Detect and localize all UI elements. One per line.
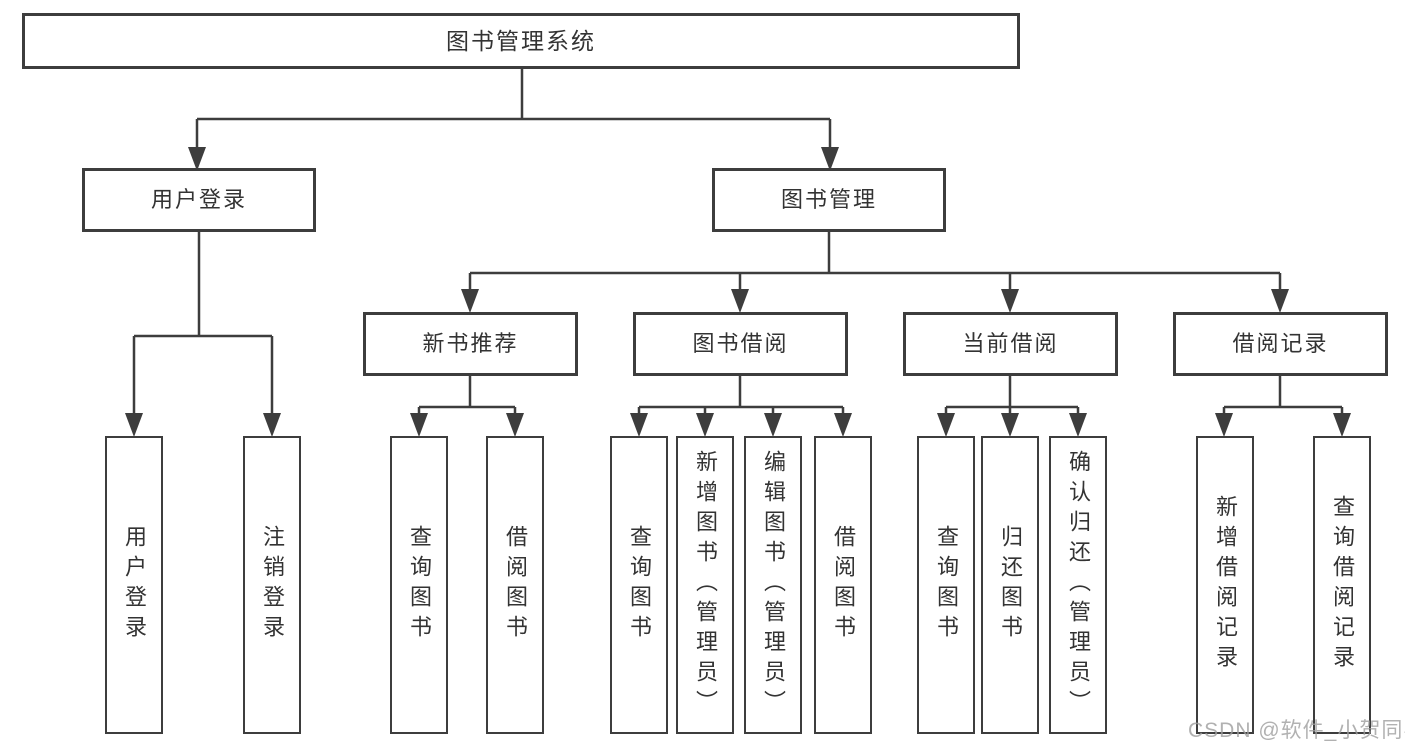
connector-current-borrow-split — [944, 376, 1080, 413]
arrow-down-icon — [1333, 413, 1351, 437]
leaf-user-login: 用户登录 — [105, 436, 163, 734]
arrow-down-icon — [731, 289, 749, 313]
leaf-logout: 注销登录 — [243, 436, 301, 734]
leaf-return-books: 归还图书 — [981, 436, 1039, 734]
arrow-down-icon — [1001, 413, 1019, 437]
arrow-down-icon — [125, 413, 143, 437]
watermark: CSDN @软件_小贺同学 — [1188, 719, 1405, 742]
leaf-query-books-borrow: 查询图书 — [610, 436, 668, 734]
arrow-down-icon — [696, 413, 714, 437]
leaf-query-books-recommend: 查询图书 — [390, 436, 448, 734]
node-new-book-recommend: 新书推荐 — [363, 312, 578, 376]
node-user-login: 用户登录 — [82, 168, 316, 232]
node-book-management: 图书管理 — [712, 168, 946, 232]
leaf-borrow-books-recommend: 借阅图书 — [486, 436, 544, 734]
connector-book-borrow-split — [637, 376, 845, 413]
node-current-borrow: 当前借阅 — [903, 312, 1118, 376]
leaf-add-books-admin: 新增图书（管理员） — [676, 436, 734, 734]
leaf-add-borrow-record: 新增借阅记录 — [1196, 436, 1254, 734]
arrow-down-icon — [461, 289, 479, 313]
leaf-query-books-current: 查询图书 — [917, 436, 975, 734]
arrow-down-icon — [1069, 413, 1087, 437]
connector-paths — [132, 69, 1344, 413]
arrow-down-icon — [937, 413, 955, 437]
arrow-down-icon — [764, 413, 782, 437]
node-root: 图书管理系统 — [22, 13, 1020, 69]
arrow-down-icon — [1001, 289, 1019, 313]
connector-book-mgmt-split — [468, 232, 1282, 289]
leaf-edit-books-admin: 编辑图书（管理员） — [744, 436, 802, 734]
node-borrow-records: 借阅记录 — [1173, 312, 1388, 376]
leaf-query-borrow-record: 查询借阅记录 — [1313, 436, 1371, 734]
connector-root-split — [195, 69, 832, 147]
leaf-confirm-return-admin: 确认归还（管理员） — [1049, 436, 1107, 734]
connector-user-login-split — [132, 232, 274, 413]
arrow-down-icon — [821, 147, 839, 171]
arrowheads — [125, 147, 1351, 437]
arrow-down-icon — [834, 413, 852, 437]
connector-borrow-record-split — [1222, 376, 1344, 413]
arrow-down-icon — [1271, 289, 1289, 313]
connector-new-book-split — [417, 376, 517, 413]
arrow-down-icon — [1215, 413, 1233, 437]
leaf-borrow-books: 借阅图书 — [814, 436, 872, 734]
node-book-borrow: 图书借阅 — [633, 312, 848, 376]
arrow-down-icon — [188, 147, 206, 171]
arrow-down-icon — [630, 413, 648, 437]
arrow-down-icon — [263, 413, 281, 437]
arrow-down-icon — [506, 413, 524, 437]
arrow-down-icon — [410, 413, 428, 437]
